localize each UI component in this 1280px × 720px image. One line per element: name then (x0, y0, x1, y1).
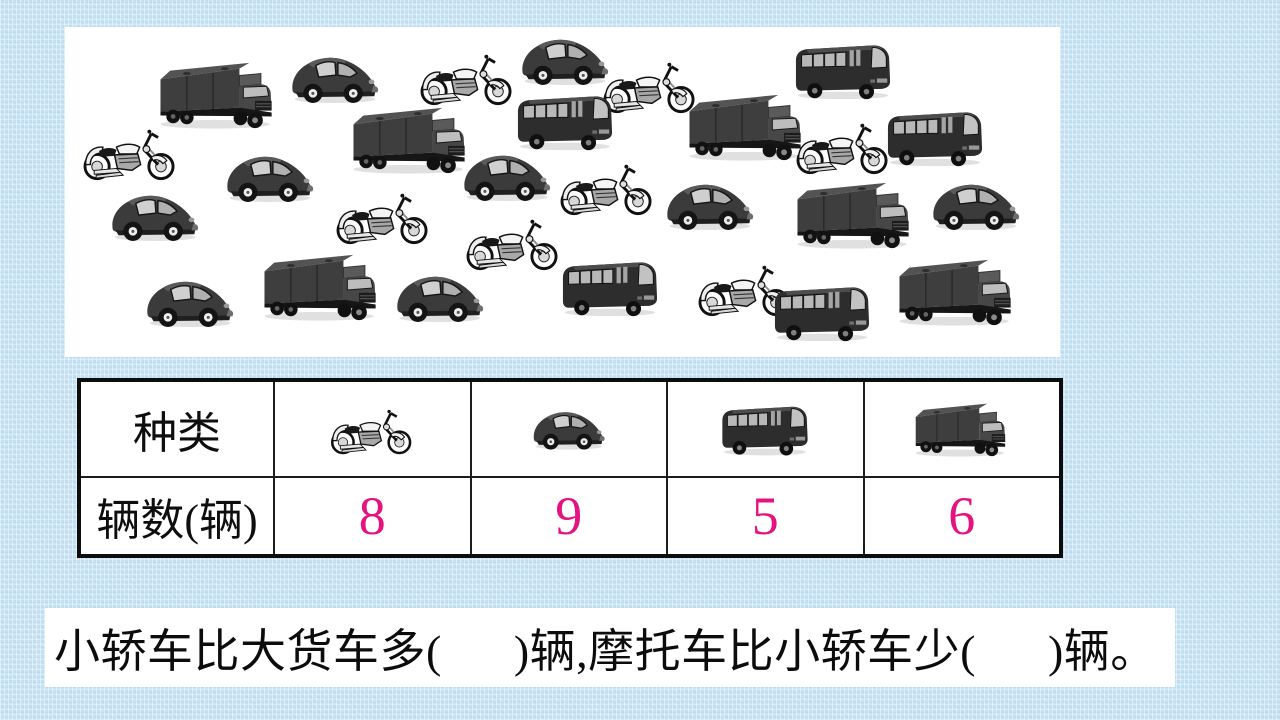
table-type-cell-car (471, 382, 668, 478)
table-count-car: 9 (472, 478, 668, 554)
car-icon (107, 188, 203, 244)
truck-icon (911, 398, 1013, 461)
motorcycle-icon (794, 116, 892, 176)
table-header-row: 种类 (81, 382, 1059, 478)
vehicle-scatter-panel (65, 27, 1060, 357)
car-icon (928, 177, 1024, 233)
motorcycle-icon (418, 47, 516, 107)
motorcycle-icon (334, 186, 432, 246)
bus-icon (718, 400, 812, 458)
car-icon (517, 32, 613, 88)
table-count-truck: 6 (948, 486, 976, 546)
table-counts-row-label: 辆数(辆) (81, 478, 275, 554)
bus-icon (513, 89, 617, 153)
car-icon (287, 50, 383, 106)
motorcycle-icon (558, 157, 656, 217)
table-count-bus: 5 (668, 478, 865, 554)
truck-icon (683, 88, 811, 166)
table-type-cell-motorcycle (275, 382, 472, 478)
motorcycle-icon (464, 212, 562, 272)
truck-icon (893, 253, 1021, 331)
question-text: 小轿车比大货车多( )辆,摩托车比小轿车少( )辆。 (54, 625, 1157, 677)
truck-icon (347, 101, 475, 179)
bus-icon (883, 105, 987, 169)
car-icon (529, 406, 609, 452)
table-type-cell-bus (668, 382, 865, 478)
table-type-cell-truck (864, 382, 1059, 478)
bus-icon (770, 280, 874, 344)
table-count-motorcycle: 8 (275, 478, 472, 554)
motorcycle-icon (81, 122, 179, 182)
motorcycle-icon (329, 403, 415, 456)
truck-icon (791, 176, 919, 254)
table-header-type-label: 种类 (81, 382, 275, 478)
car-icon (142, 274, 238, 330)
bus-icon (558, 255, 662, 319)
car-icon (662, 177, 758, 233)
car-icon (222, 149, 318, 205)
question-strip: 小轿车比大货车多( )辆,摩托车比小轿车少( )辆。 (45, 608, 1175, 687)
truck-icon (258, 248, 386, 326)
car-icon (459, 148, 555, 204)
car-icon (392, 269, 488, 325)
